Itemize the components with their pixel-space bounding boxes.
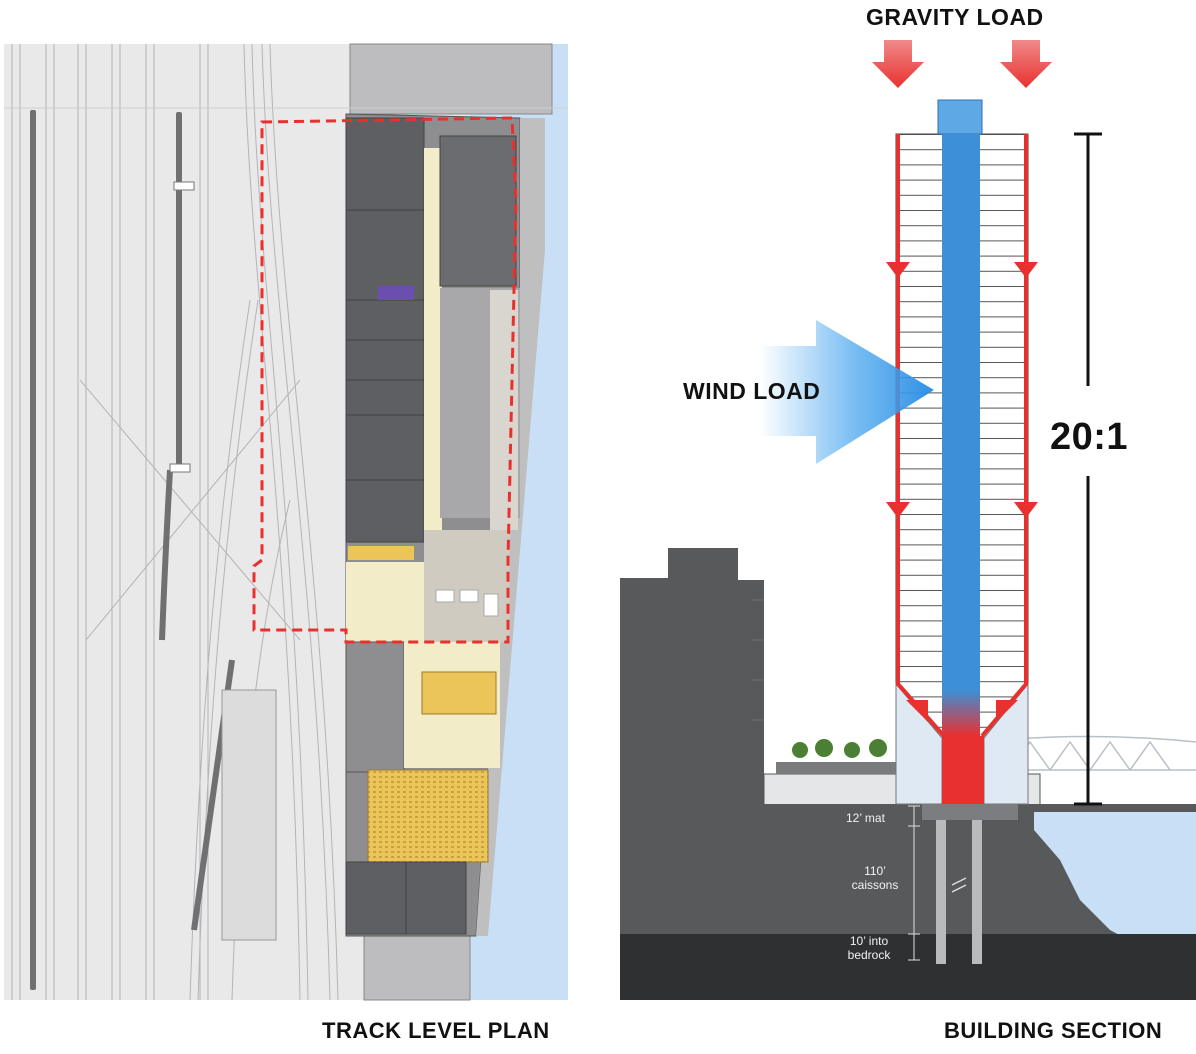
- load-arrow: [1014, 502, 1038, 518]
- wind-arrow: [760, 320, 934, 464]
- lobby-elevators: [348, 546, 414, 560]
- elevator-1: [378, 286, 398, 300]
- trees: [792, 739, 887, 758]
- load-arrow: [1014, 262, 1038, 278]
- tower-footprint-outline: [252, 116, 518, 644]
- mat-foundation: [922, 800, 1018, 820]
- load-arrow: [886, 502, 910, 518]
- caissons-text: caissons: [851, 878, 899, 892]
- load-arrow: [996, 700, 1018, 722]
- adjacent-building-north: [349, 43, 553, 115]
- meeting-rooms: [421, 671, 497, 715]
- building-section: [620, 40, 1196, 1000]
- bedrock-depth: 10’ into: [849, 934, 889, 948]
- mechanical-wing: [345, 117, 425, 543]
- core-base: [942, 736, 984, 804]
- storage-block: [439, 135, 517, 287]
- wind-load-label: WIND LOAD: [683, 378, 821, 404]
- mat-dimension-label: 12’ mat: [846, 811, 885, 825]
- caissons-depth: 110’: [864, 864, 886, 878]
- section-caption: BUILDING SECTION: [944, 1018, 1163, 1043]
- neighbor-building: [620, 548, 764, 804]
- train-cars: [30, 110, 235, 990]
- track-level-plan: [4, 43, 568, 1001]
- gravity-load-label: GRAVITY LOAD: [866, 4, 1044, 30]
- adjacent-building-south: [363, 935, 471, 1001]
- ratio-dimension: [1074, 132, 1102, 806]
- tower: [886, 99, 1038, 805]
- bedrock-text: bedrock: [847, 948, 891, 962]
- elevator-2: [394, 286, 414, 300]
- service-core: [345, 641, 405, 773]
- podium-roof-garden: [776, 762, 896, 774]
- dining-tables: [490, 290, 518, 530]
- bedrock-layer: [620, 934, 1196, 1000]
- restaurant: [424, 530, 510, 642]
- aspect-ratio-label: 20:1: [1050, 416, 1129, 458]
- caissons-dimension-label: 110’ caissons: [842, 864, 908, 892]
- caisson-left: [936, 806, 946, 964]
- service-corridor: [424, 148, 442, 608]
- river-bridge: [999, 735, 1196, 772]
- platform-structure: [221, 689, 277, 941]
- bedrock-dimension-label: 10’ into bedrock: [838, 934, 900, 962]
- plan-caption: TRACK LEVEL PLAN: [322, 1018, 550, 1043]
- river-section: [1034, 812, 1196, 946]
- rail-tracks: [4, 43, 568, 1001]
- load-arrow: [906, 700, 928, 722]
- structural-core: [942, 134, 980, 734]
- crown: [937, 99, 983, 135]
- caisson-right: [972, 806, 982, 964]
- load-arrow: [886, 262, 910, 278]
- conference-hall: [367, 769, 489, 863]
- gravity-arrows: [872, 40, 1052, 88]
